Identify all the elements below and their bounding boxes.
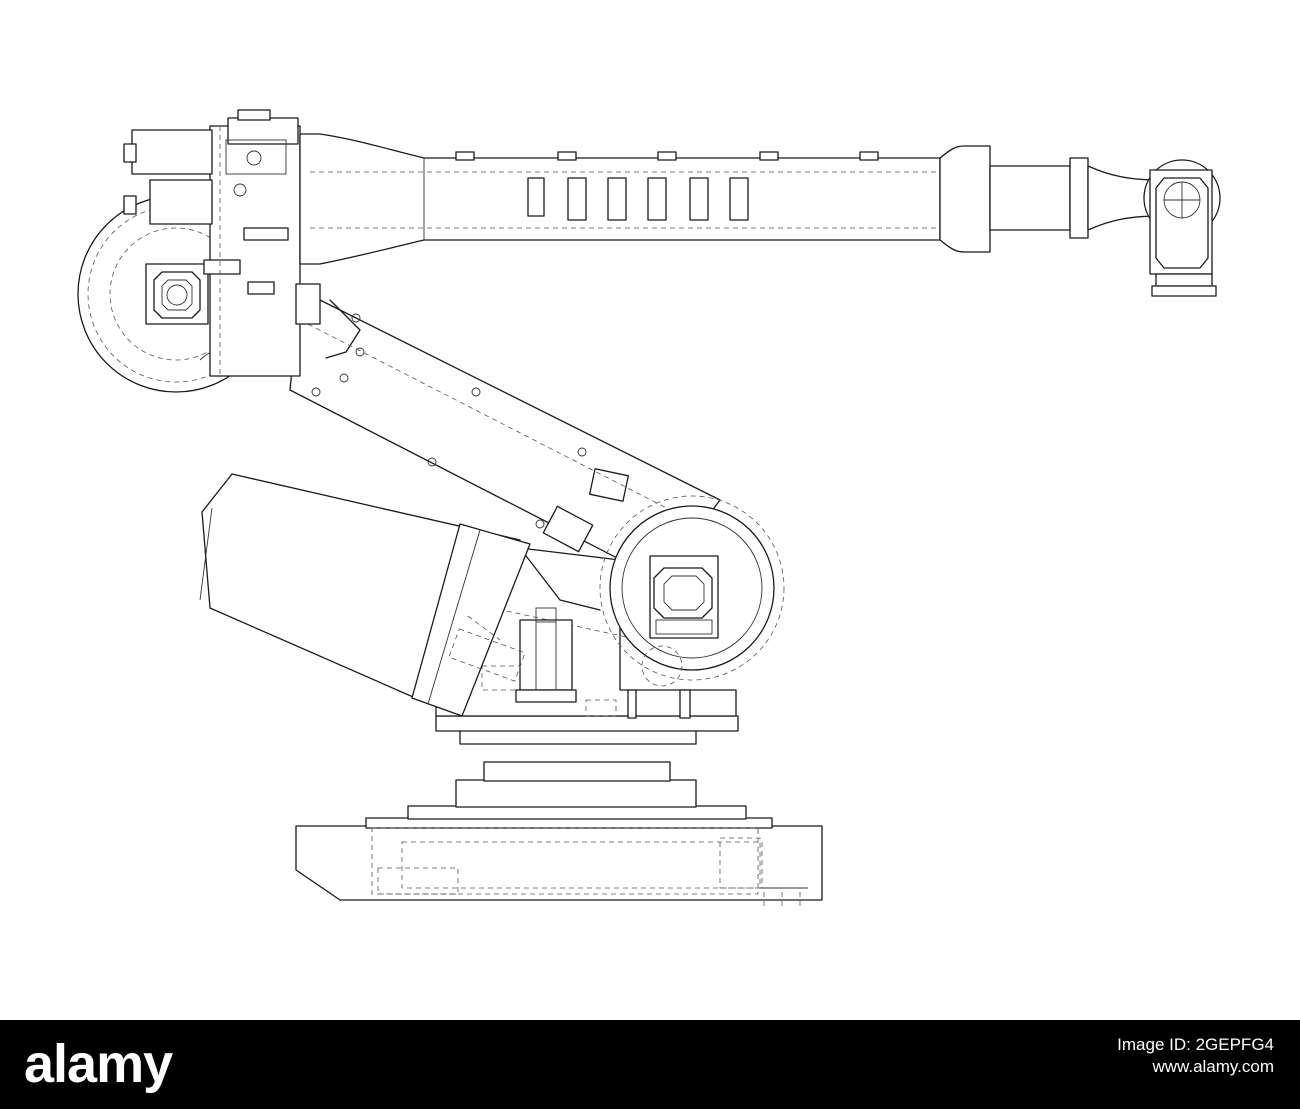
counterweight-motor: [199, 473, 531, 717]
image-id-label: Image ID: 2GEPFG4: [1117, 1035, 1274, 1054]
upper-arm: [299, 133, 1161, 265]
wrist-flange: [1143, 159, 1221, 297]
rear-motor-block: [123, 109, 321, 377]
robot-arm-drawing: [77, 109, 1221, 906]
robot-turntable: [435, 715, 739, 808]
stock-meta: Image ID: 2GEPFG4 www.alamy.com: [1117, 1034, 1274, 1078]
robot-base: [295, 805, 823, 906]
site-url-label: www.alamy.com: [1152, 1057, 1274, 1076]
brand-logo: alamy: [24, 1034, 173, 1094]
lower-elbow-joint: [599, 495, 785, 687]
watermark-bar: alamy Image ID: 2GEPFG4 www.alamy.com: [0, 1020, 1300, 1109]
